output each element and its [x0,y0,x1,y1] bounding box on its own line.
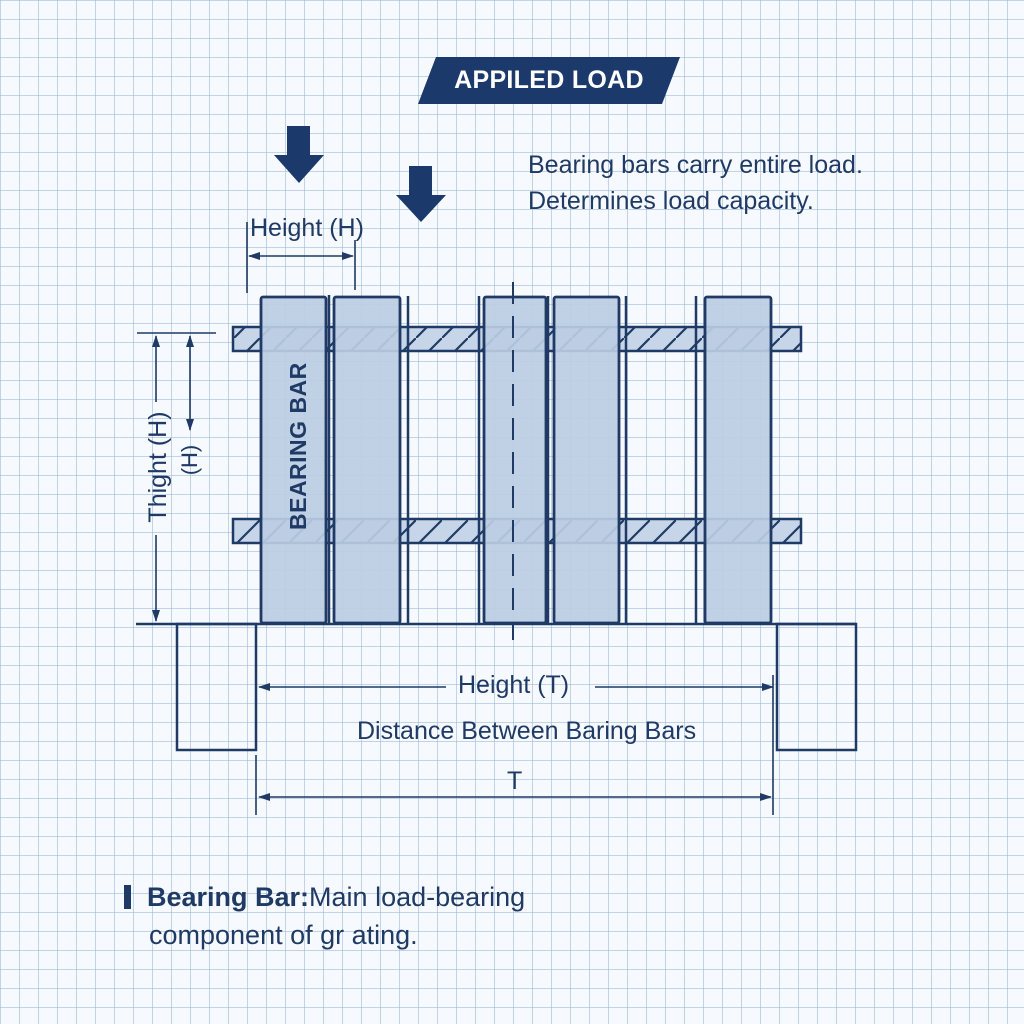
applied-load-banner: APPILED LOAD [418,57,680,104]
bearing-bars [259,295,773,625]
vertical-rods [327,295,698,623]
caption: Bearing Bar:Main load-bearing component … [124,878,525,954]
note-line-2: Determines load capacity. [528,187,814,215]
bearing-bar [703,295,773,625]
down-arrow-icon [274,126,324,183]
bearing-bar [332,295,402,625]
overall-dimension-label: T [507,767,523,795]
left-dimension-inner-label: (H) [177,444,202,476]
bearing-bar [482,295,548,625]
top-dimension-label: Height (H) [250,214,364,242]
top-dimension-line [246,222,356,293]
bearing-bar [552,295,621,625]
support-right [775,622,858,752]
banner-title: APPILED LOAD [454,66,644,94]
caption-definition-line2: component of gr ating. [149,920,418,950]
support-blocks [136,622,858,752]
note-line-1: Bearing bars carry entire load. [528,151,863,179]
support-left [175,622,258,752]
caption-definition-line1: Main load-bearing [309,882,526,912]
bearing-bar-label: BEARING BAR [285,362,311,530]
caption-term: Bearing Bar: [147,882,310,912]
caption-marker [124,885,131,909]
span-description: Distance Between Baring Bars [357,717,697,745]
down-arrow-icon [396,166,446,222]
left-dimension-lines [137,332,216,622]
left-dimension-outer-label: Thight (H) [144,411,172,523]
banner-shape [418,57,680,104]
span-dimension-label: Height (T) [458,671,570,699]
span-dimension-line [255,675,774,815]
